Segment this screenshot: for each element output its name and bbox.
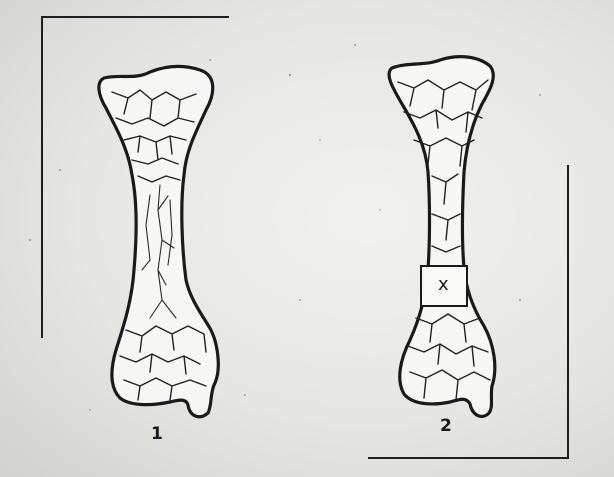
figure-label-1: 1 (151, 424, 163, 444)
figure-label-2: 2 (440, 416, 452, 436)
bone-1 (99, 66, 218, 416)
graft-marker-x: x (438, 274, 449, 295)
bone-2-outline (389, 57, 495, 417)
bone-2 (389, 57, 495, 417)
